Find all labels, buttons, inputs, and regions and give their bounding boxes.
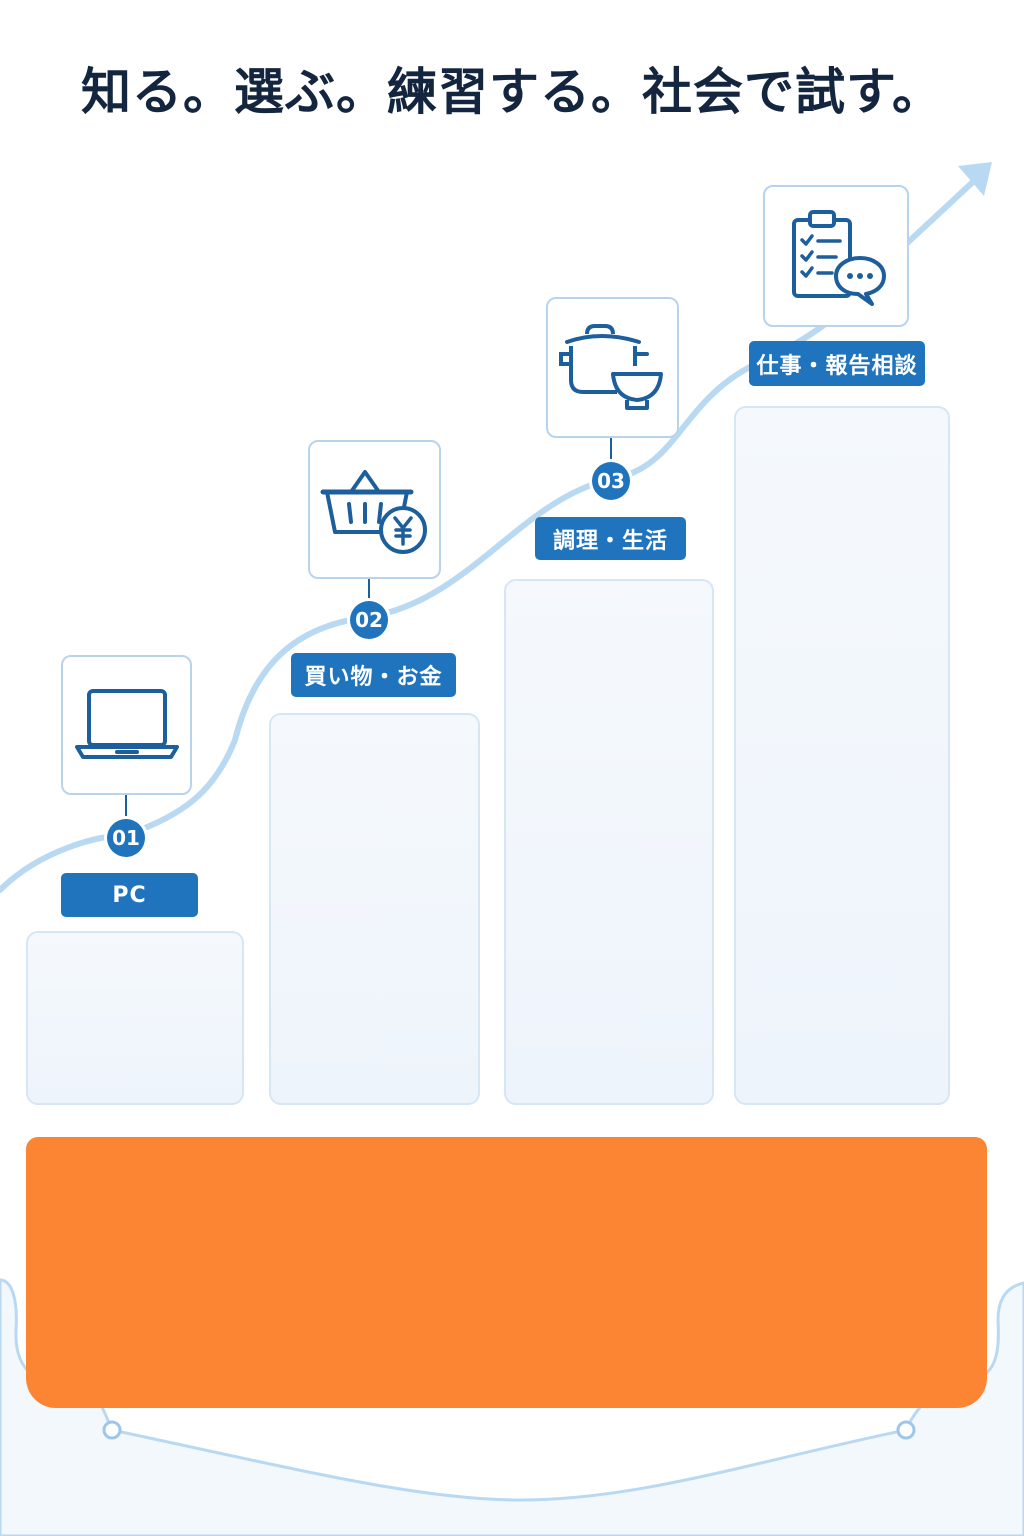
step-pillar-4 (734, 406, 950, 1105)
step-connector-3 (610, 438, 612, 462)
page-headline: 知る。選ぶ。練習する。社会で試す。 (81, 63, 943, 121)
shopping-basket-yen-icon (320, 469, 427, 554)
step-number-3: 03 (592, 462, 630, 500)
step-number-2: 02 (350, 601, 388, 639)
step-pillar-2 (269, 713, 480, 1105)
orange-panel (26, 1137, 987, 1408)
step-connector-2 (368, 579, 370, 601)
step-pillar-1 (26, 931, 244, 1105)
step-label-4: 仕事・報告相談 (749, 341, 925, 386)
step-icon-box-1 (61, 655, 192, 795)
wave-node-right (896, 1420, 916, 1440)
step-label-2: 買い物・お金 (291, 653, 456, 697)
step-icon-box-3 (546, 297, 679, 438)
step-label-3: 調理・生活 (535, 517, 686, 560)
step-connector-1 (125, 795, 127, 819)
clipboard-chat-icon (792, 210, 886, 306)
step-pillar-3 (504, 579, 714, 1105)
arrow-head-icon (958, 162, 992, 196)
wave-node-left (102, 1420, 122, 1440)
step-icon-box-4 (763, 185, 909, 327)
laptop-icon (74, 689, 179, 759)
step-label-1: PC (61, 873, 198, 917)
cooking-pot-bowl-icon (558, 323, 663, 410)
step-icon-box-2 (308, 440, 441, 579)
step-number-1: 01 (107, 819, 145, 857)
